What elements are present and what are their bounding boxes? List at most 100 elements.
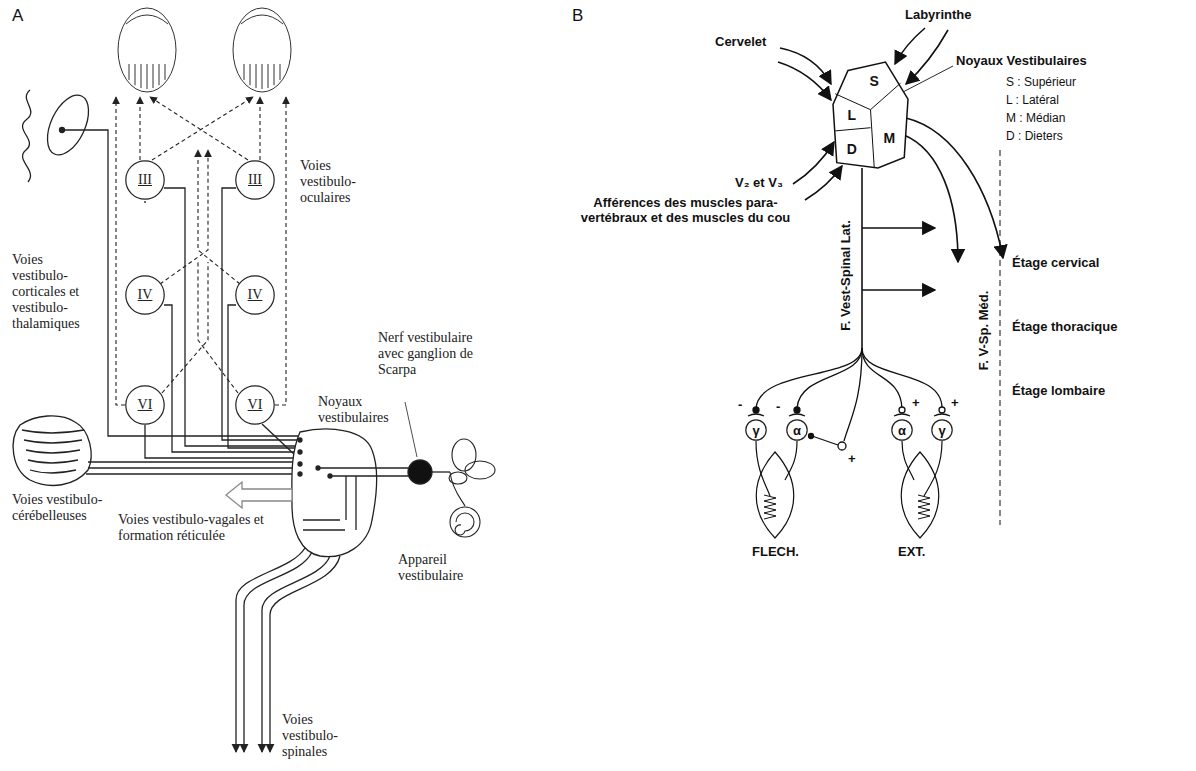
reticular-arrow xyxy=(226,482,292,508)
vestibular-nerve xyxy=(432,471,450,472)
cerebellum-drawing xyxy=(88,461,293,462)
afferent-arrow xyxy=(895,28,925,64)
eyeball xyxy=(141,64,142,88)
cranial-nerve-nucleus: VI xyxy=(235,385,275,425)
vestibular-nerve xyxy=(345,476,346,520)
node-text: γ xyxy=(752,423,759,438)
spinal-terminal xyxy=(756,348,862,408)
spinal-terminal xyxy=(862,348,902,408)
spinal-terminal xyxy=(748,414,764,416)
vestibular-nuclei-outline xyxy=(292,429,377,557)
input-label: Cervelet xyxy=(715,35,766,50)
afferent-arrow xyxy=(778,28,948,200)
spinal-terminal xyxy=(812,436,838,445)
eyeball xyxy=(233,8,291,92)
inner-ear-drawing xyxy=(455,513,474,535)
spinal-terminal xyxy=(797,348,862,408)
pathway-label: Voies vestibulo-vagales et formation rét… xyxy=(118,512,293,544)
structure-label: Noyaux Vestibulaires xyxy=(956,54,1087,69)
spinal-terminal xyxy=(844,348,862,441)
muscle-drawing xyxy=(902,441,914,480)
alpha-motoneuron: α xyxy=(786,419,808,441)
node-outline xyxy=(932,420,952,440)
node-text: VI xyxy=(248,397,263,413)
cerebellum-drawing xyxy=(28,460,78,463)
node-text: S xyxy=(870,73,879,89)
eyeball xyxy=(118,8,176,92)
node-outline xyxy=(892,420,912,440)
input-label: Afférences des muscles para-vertébraux e… xyxy=(568,196,803,226)
cranial-nerve-nucleus: IV xyxy=(235,275,275,315)
eyeball xyxy=(256,64,257,88)
node-text: M xyxy=(883,130,895,146)
spinal-terminal xyxy=(748,348,950,450)
node-outline xyxy=(126,161,164,199)
vestibular-nuclei-outline xyxy=(298,472,302,476)
panel-letter: B xyxy=(572,6,583,26)
node-text: IV xyxy=(248,287,263,303)
vestibulo-ocular-fiber xyxy=(262,424,296,456)
vestibulo-ocular-fiber xyxy=(228,305,295,448)
nerve-label: V₂ et V₃ xyxy=(735,176,783,191)
oculomotor-dashed-path xyxy=(139,97,140,160)
oculomotor-dashed-path xyxy=(198,262,238,393)
eyeball xyxy=(159,64,160,85)
gamma-motoneuron: γ xyxy=(745,419,767,441)
oculomotor-dashed-path xyxy=(259,97,260,160)
nucleus-division xyxy=(835,128,870,131)
inner-ear-drawing xyxy=(452,439,476,471)
synapse-sign: - xyxy=(776,400,780,415)
lateral-vestibulospinal-tract xyxy=(862,168,935,348)
vestibular-nuclei-outline xyxy=(303,529,345,530)
node-outline xyxy=(746,420,766,440)
medial-vestibulospinal-tract xyxy=(906,118,1003,258)
eyeball xyxy=(280,64,281,80)
cranial-nerve-nucleus: VI xyxy=(125,385,165,425)
cortex-drawing xyxy=(39,89,97,161)
vestibulo-ocular-fiber xyxy=(164,305,294,452)
muscle-drawing xyxy=(918,495,930,519)
structure-label: Noyaux vestibulaires xyxy=(318,394,413,426)
vestibulo-ocular-fiber xyxy=(144,201,145,203)
spinal-terminal xyxy=(789,414,805,416)
lateral-vestibulospinal-tract xyxy=(862,227,935,229)
inner-ear-drawing xyxy=(465,461,495,479)
nucleus-division xyxy=(835,83,900,110)
vestibular-nerve xyxy=(330,475,408,476)
pathway-label: Voies vestibulo-cérébelleuses xyxy=(12,492,108,524)
vestibular-nuclei-outline xyxy=(303,519,340,520)
cerebellum-drawing xyxy=(88,467,293,468)
node-outline xyxy=(236,161,274,199)
afferent-arrow xyxy=(778,62,831,100)
level-label: Étage thoracique xyxy=(1012,320,1117,335)
leader-line xyxy=(903,66,953,92)
inner-ear-drawing xyxy=(450,507,480,537)
oculomotor-dashed-path xyxy=(152,97,253,160)
vestibular-nerve xyxy=(405,402,417,457)
legend-key: L : Latéral xyxy=(1006,94,1059,108)
vestibular-nerve xyxy=(355,476,356,530)
reticular-arrow xyxy=(226,482,292,508)
legend-key: M : Médian xyxy=(1006,112,1065,126)
spinal-terminal xyxy=(794,407,800,413)
spinal-terminal xyxy=(753,407,759,413)
level-label: Étage cervical xyxy=(1012,256,1099,271)
eyeball xyxy=(250,64,251,85)
vestibulo-ocular-fiber xyxy=(145,425,293,458)
node-text: α xyxy=(793,423,801,438)
spinal-terminal xyxy=(862,348,942,408)
synapse-sign: + xyxy=(848,452,856,467)
lateral-vestibulospinal-tract xyxy=(862,289,935,291)
cerebellum-drawing xyxy=(13,416,91,486)
node-text: D xyxy=(847,141,857,157)
eyeball xyxy=(268,64,269,88)
eyeball xyxy=(241,15,283,24)
cranial-nerve-nucleus: IV xyxy=(125,275,165,315)
cranial-nerve-nucleus: III xyxy=(125,160,165,200)
tract-label: F. Vest-Spinal Lat. xyxy=(839,220,854,331)
vestibular-nuclei-outline xyxy=(298,450,302,454)
pathway-label: Voies vestibulo-oculaires xyxy=(300,158,385,206)
oculomotor-dashed-path xyxy=(160,150,208,284)
eyeball xyxy=(274,64,275,85)
